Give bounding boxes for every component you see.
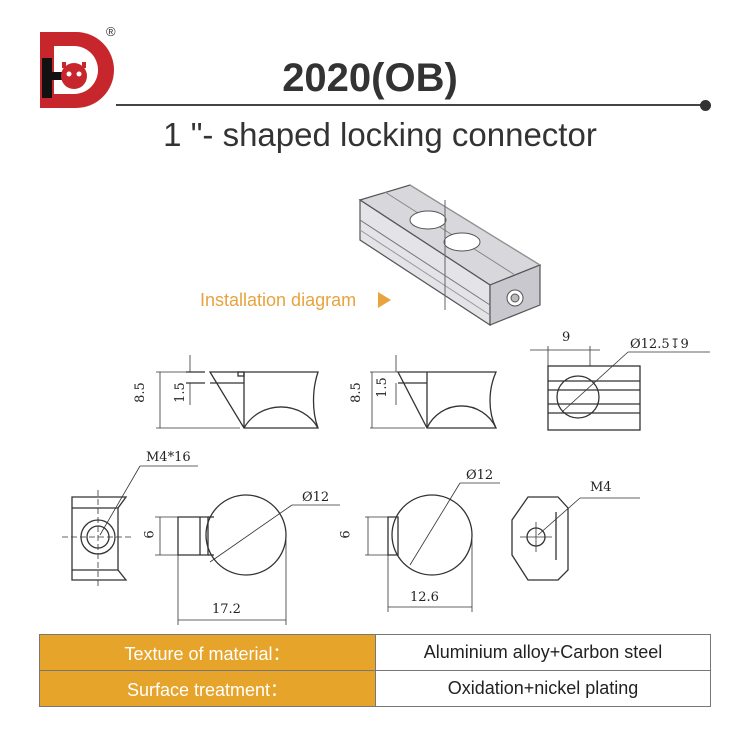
table-row: Surface treatment： Oxidation+nickel plat… (39, 670, 711, 707)
dim-top-width: 9 (562, 330, 571, 345)
spec-value-material: Aluminium alloy+Carbon steel (375, 634, 711, 671)
play-arrow-icon (378, 292, 391, 308)
divider-dot (700, 100, 711, 111)
dim-side-b-height-total: 8.5 (348, 382, 364, 403)
dim-side-b-height-small: 1.5 (374, 377, 390, 398)
dim-bolt-thread: M4*16 (146, 450, 191, 465)
part-b-view (365, 482, 500, 612)
bolt-end-view (62, 465, 198, 588)
page-subtitle: 1 "- shaped locking connector (163, 116, 597, 153)
spec-label-surface: Surface treatment： (39, 670, 376, 707)
dim-part-b-diameter: Ø12 (466, 468, 494, 483)
spec-table: Texture of material： Aluminium alloy+Car… (39, 634, 711, 707)
spec-value-surface: Oxidation+nickel plating (375, 670, 711, 707)
dim-side-a-height-total: 8.5 (132, 382, 148, 403)
side-view-a (156, 355, 319, 429)
page-title: 2020(OB) (282, 56, 458, 100)
dim-part-b-length: 12.6 (410, 590, 439, 605)
side-view-b (370, 355, 498, 429)
dim-part-a-length: 17.2 (212, 602, 241, 617)
table-row: Texture of material： Aluminium alloy+Car… (39, 634, 711, 671)
nut-end-view (511, 496, 640, 581)
installation-diagram-illustration (358, 184, 542, 327)
dim-side-a-height-small: 1.5 (172, 382, 188, 403)
dim-part-a-height: 6 (142, 530, 158, 539)
spec-label-material: Texture of material： (39, 634, 376, 671)
title-divider (116, 104, 706, 106)
brand-logo (40, 32, 114, 108)
dim-part-a-diameter: Ø12 (302, 490, 330, 505)
installation-label: Installation diagram (200, 290, 357, 310)
part-a-view (155, 494, 340, 625)
top-view (530, 346, 710, 431)
dim-top-hole: Ø12.5↧9 (630, 337, 689, 352)
registered-mark: ® (106, 24, 116, 39)
dim-nut-thread: M4 (590, 480, 612, 495)
dim-part-b-height: 6 (338, 530, 354, 539)
